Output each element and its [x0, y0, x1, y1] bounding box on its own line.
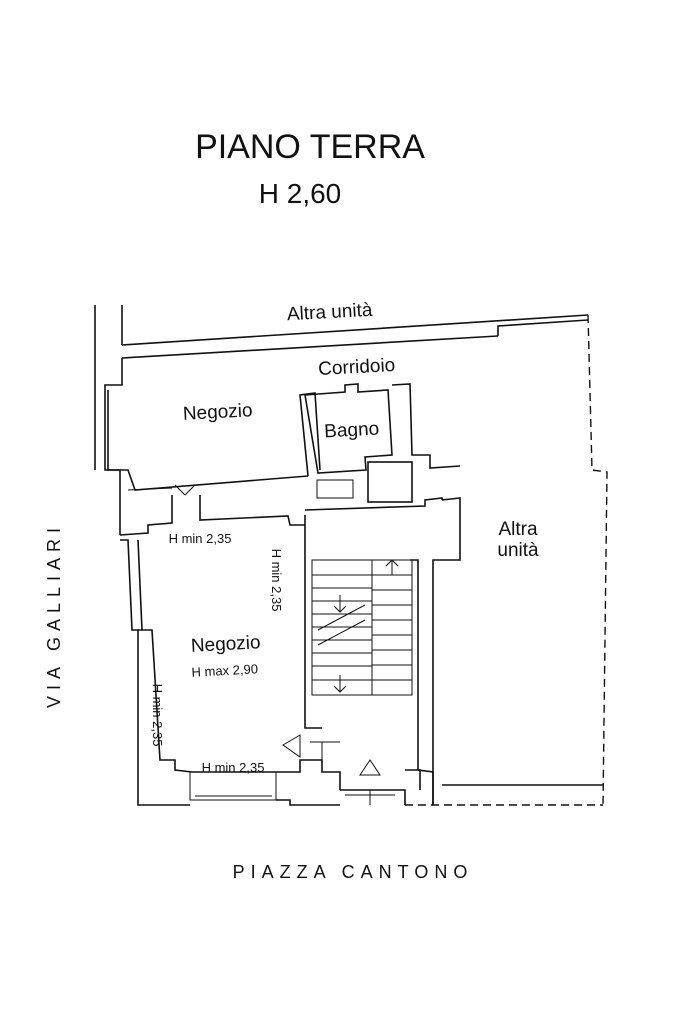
room-bagno	[304, 383, 461, 503]
label-h-min-left: H min 2,35	[150, 684, 165, 747]
label-altra-unita-right-1: Altra	[498, 519, 538, 540]
dashed-boundary-right	[405, 314, 608, 806]
plan-height: H 2,60	[259, 178, 342, 209]
street-via-galliari: VIA GALLIARI	[44, 522, 64, 708]
label-altra-unita-top: Altra unità	[286, 300, 373, 325]
wall-right-unit	[432, 497, 603, 805]
label-bagno: Bagno	[324, 419, 380, 443]
plan-title: PIANO TERRA	[195, 128, 425, 166]
room-negozio-main	[119, 495, 341, 806]
wall-top	[94, 305, 589, 535]
street-piazza-cantono: PIAZZA CANTONO	[233, 862, 474, 882]
label-h-min-bottom: H min 2,35	[202, 760, 265, 775]
label-h-min-right: H min 2,35	[269, 549, 284, 612]
staircase	[304, 497, 443, 805]
label-negozio-top: Negozio	[182, 400, 253, 425]
label-negozio-main: Negozio	[190, 632, 261, 657]
label-corridoio: Corridoio	[318, 355, 396, 380]
room-negozio-top	[107, 390, 321, 496]
label-h-max: H max 2,90	[191, 661, 258, 679]
label-h-min-top: H min 2,35	[169, 531, 232, 546]
entrance	[340, 759, 421, 805]
label-altra-unita-right-2: unità	[497, 540, 539, 561]
